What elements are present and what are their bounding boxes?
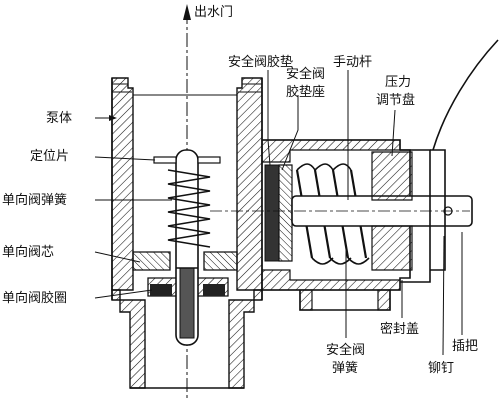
label-safety-valve-gasket-seat-2: 胶垫座 <box>286 84 325 100</box>
pressure-dial <box>371 149 431 283</box>
label-safety-valve-spring-1: 安全阀 <box>326 342 365 358</box>
label-handle: 插把 <box>452 339 478 354</box>
label-rivet: 铆钉 <box>428 361 454 376</box>
label-outlet: 出水门 <box>194 5 233 20</box>
safety-valve-gasket <box>264 164 293 262</box>
label-safety-valve-spring-2: 弹簧 <box>332 360 358 376</box>
label-check-valve-core: 单向阀芯 <box>2 244 54 260</box>
manual-lever <box>210 195 473 227</box>
leader-lines <box>94 70 463 356</box>
safety-valve-housing <box>261 139 411 311</box>
label-check-valve-rubber-ring: 单向阀胶圈 <box>2 290 67 306</box>
labels: 出水门 泵体 定位片 单向阀弹簧 单向阀芯 单向阀胶圈 安全阀胶垫 安全阀 胶垫… <box>2 5 478 376</box>
label-pump-body: 泵体 <box>46 111 72 126</box>
label-manual-lever: 手动杆 <box>333 55 372 70</box>
label-pressure-dial-1: 压力 <box>385 75 411 90</box>
check-valve-spring <box>167 169 211 248</box>
label-safety-valve-gasket: 安全阀胶垫 <box>228 54 293 70</box>
label-locating-piece: 定位片 <box>30 149 69 164</box>
label-safety-valve-gasket-seat-1: 安全阀 <box>286 66 325 82</box>
pump-body <box>111 77 263 389</box>
label-seal-cover: 密封盖 <box>380 321 419 337</box>
label-check-valve-spring: 单向阀弹簧 <box>2 192 67 208</box>
valve-stem <box>175 149 199 346</box>
label-pressure-dial-2: 调节盘 <box>376 92 415 108</box>
handle <box>430 39 499 271</box>
